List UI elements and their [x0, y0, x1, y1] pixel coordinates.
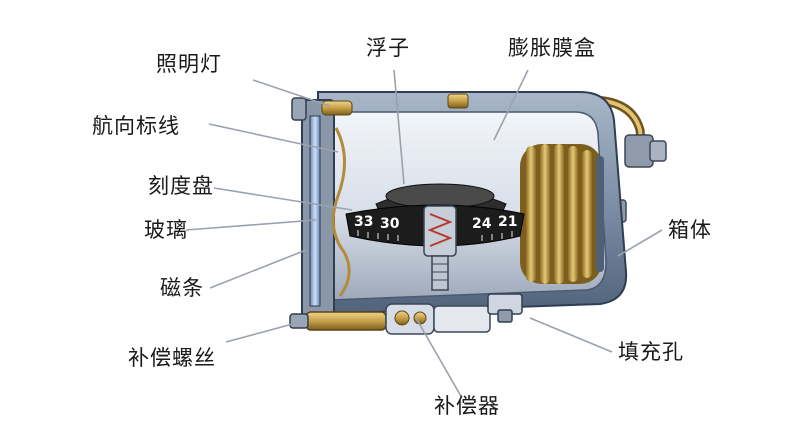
label-magnet: 磁条	[160, 276, 204, 300]
label-lamp: 照明灯	[156, 52, 222, 76]
bellows	[520, 144, 604, 284]
lamp-bulb	[321, 100, 353, 116]
right-fitting-nut	[649, 140, 667, 162]
glass-pane	[309, 115, 321, 307]
pivot-post	[431, 255, 449, 291]
label-float: 浮子	[366, 36, 410, 60]
fill-hole-cap	[497, 309, 513, 323]
label-compensator: 补偿器	[434, 394, 500, 418]
label-fill-hole: 填充孔	[618, 340, 684, 364]
lamp-housing	[291, 97, 307, 121]
label-lubber-line: 航向标线	[92, 114, 180, 138]
compensator-block	[385, 303, 435, 335]
compass-card: 33 30 24 21	[345, 183, 525, 257]
right-fitting	[624, 134, 654, 168]
dial-mark: 33	[354, 214, 373, 230]
compensator-gear	[413, 311, 427, 325]
label-case: 箱体	[668, 218, 712, 242]
comp-screw-rod	[305, 311, 387, 331]
pivot-spring	[427, 213, 453, 247]
lubber-line-wire	[331, 127, 351, 297]
dial-mark: 21	[498, 214, 517, 230]
label-bellows: 膨胀膜盒	[508, 36, 596, 60]
label-dial: 刻度盘	[148, 174, 214, 198]
leader-lines	[185, 69, 663, 399]
tube-clamp	[447, 93, 469, 109]
dial-mark: 30	[380, 216, 400, 232]
lower-chamber	[433, 305, 491, 333]
label-glass: 玻璃	[144, 218, 188, 242]
comp-screw-head	[289, 313, 309, 329]
compensator-gear	[394, 310, 410, 326]
float-top	[385, 183, 495, 209]
pivot-housing	[423, 205, 457, 257]
label-comp-screw: 补偿螺丝	[128, 346, 216, 370]
dial-mark: 24	[472, 216, 492, 232]
